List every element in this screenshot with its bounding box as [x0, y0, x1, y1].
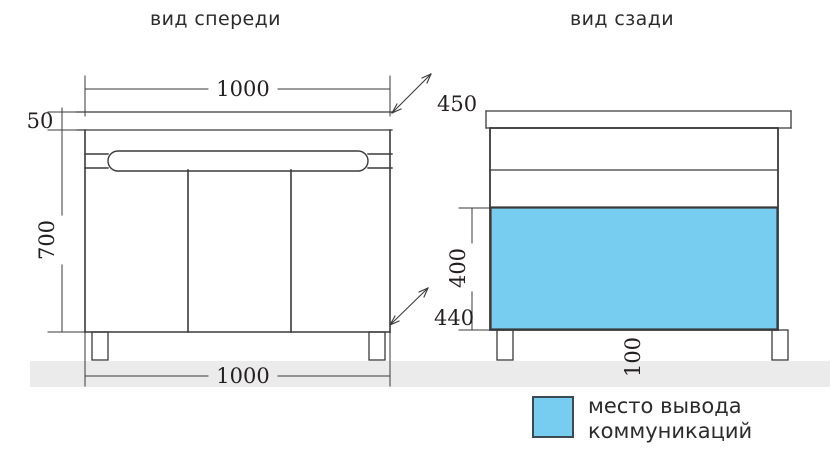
front-handle-rail [84, 150, 393, 172]
back-cabinet-body [489, 127, 779, 331]
front-view-title: вид спереди [150, 8, 281, 30]
front-bottom-dim-extensions [84, 299, 391, 387]
front-cabinet-body [84, 129, 391, 333]
back-legs [496, 329, 789, 361]
back-countertop [485, 110, 792, 129]
front-depth-bottom-leader [389, 287, 429, 326]
legend-label: место вывода коммуникаций [588, 394, 752, 444]
back-shelf-lines [489, 169, 779, 208]
legend-color-swatch [532, 396, 574, 438]
front-countertop [76, 111, 393, 131]
back-view-title: вид сзади [570, 8, 674, 30]
floor-band [30, 361, 830, 387]
front-top-dim-extensions [84, 75, 391, 117]
front-depth-top-leader [391, 73, 432, 114]
back-utility-zone [490, 207, 778, 330]
front-door-dividers [187, 169, 292, 333]
back-utility-dim [458, 207, 496, 331]
legend-label-line-2: коммуникаций [588, 419, 753, 443]
legend-label-line-1: место вывода [588, 394, 742, 418]
legend: место вывода коммуникаций [532, 394, 752, 444]
front-legs [91, 331, 386, 361]
